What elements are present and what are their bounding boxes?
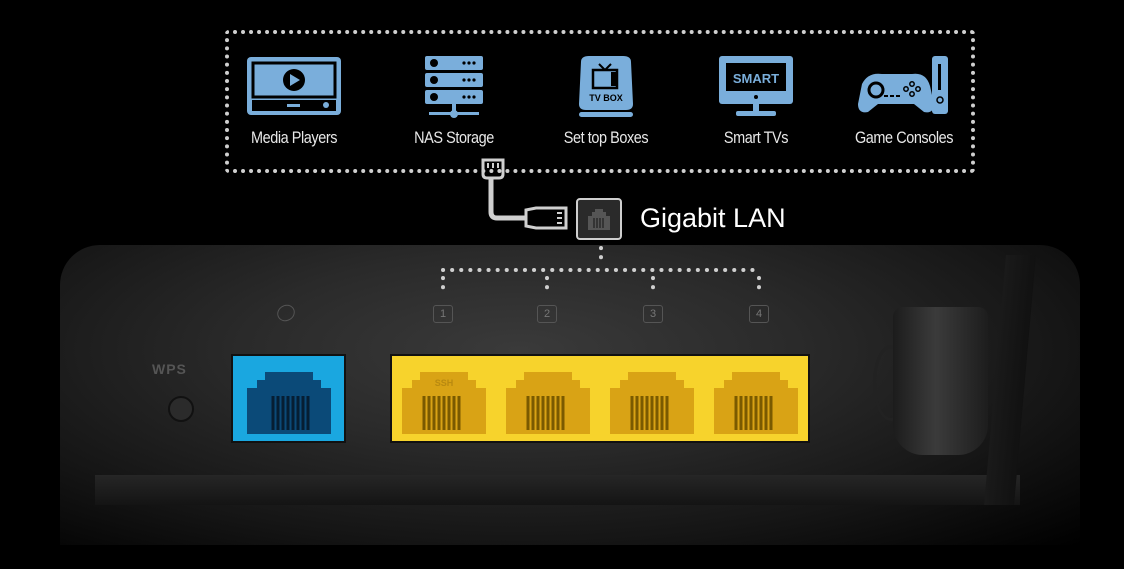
- device-nas-storage: NAS Storage: [389, 54, 519, 148]
- gigabit-lan-label: Gigabit LAN: [640, 203, 786, 233]
- ethernet-cable-icon: [481, 158, 568, 230]
- lan-port-1[interactable]: SSH: [398, 368, 490, 434]
- device-smart-tvs: SMART Smart TVs: [691, 54, 821, 148]
- set-top-box-icon: TV BOX: [579, 56, 633, 117]
- svg-text:TV BOX: TV BOX: [589, 93, 623, 103]
- media-player-icon: [247, 57, 341, 115]
- lan-port-label-1: 1: [433, 305, 453, 323]
- device-label: Game Consoles: [854, 128, 954, 147]
- lan-ports-block: SSH: [390, 354, 810, 443]
- lan-port-2[interactable]: [502, 368, 594, 434]
- device-label: NAS Storage: [414, 128, 494, 147]
- device-label: Smart TVs: [723, 128, 789, 147]
- lan-port-label-3: 3: [643, 305, 663, 323]
- device-label: Media Players: [250, 128, 338, 147]
- device-label: Set top Boxes: [563, 128, 649, 147]
- svg-text:SMART: SMART: [733, 71, 779, 86]
- antenna: [893, 307, 988, 455]
- lan-port-3[interactable]: [606, 368, 698, 434]
- compatible-devices-box: Media Players NAS Storage TV BOX Set top…: [225, 30, 975, 173]
- wps-label: WPS: [152, 361, 187, 377]
- lan-port-label-2: 2: [537, 305, 557, 323]
- ethernet-port-icon: [576, 198, 622, 240]
- svg-text:SSH: SSH: [435, 378, 454, 388]
- game-console-icon: [858, 56, 948, 114]
- lan-dotted-connector: [441, 246, 761, 298]
- lan-port-label-4: 4: [749, 305, 769, 323]
- device-media-players: Media Players: [229, 54, 359, 148]
- wps-button[interactable]: [168, 396, 194, 422]
- device-set-top-boxes: TV BOX Set top Boxes: [541, 54, 671, 148]
- nas-storage-icon: [425, 56, 483, 118]
- router-base: [95, 475, 1020, 505]
- lan-port-4[interactable]: [710, 368, 802, 434]
- wan-port[interactable]: [231, 354, 346, 443]
- smart-tv-icon: SMART: [719, 56, 793, 116]
- device-game-consoles: Game Consoles: [839, 54, 969, 148]
